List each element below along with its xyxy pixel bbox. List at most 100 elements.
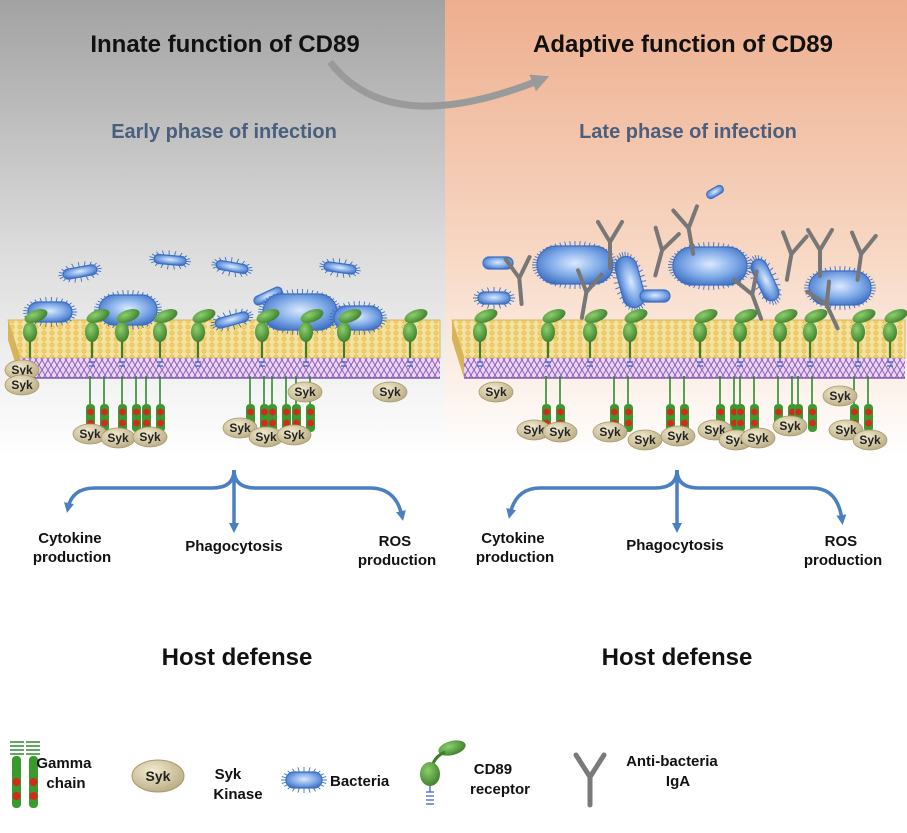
right-syk-kinase: Syk (542, 421, 578, 443)
right-syk-kinase: Syk (828, 419, 864, 441)
svg-text:Syk: Syk (779, 419, 801, 433)
right-panel-background (445, 0, 907, 455)
left-result-host-defense: Host defense (162, 644, 313, 671)
right-bacterium-small (706, 184, 724, 200)
right-phase-label: Late phase of infection (579, 121, 797, 143)
right-outcome-cytokine: Cytokine production (476, 530, 554, 566)
right-syk-kinase: Syk (592, 421, 628, 443)
right-cd89-receptor (583, 309, 608, 367)
legend-gamma-chain-label: Gamma chain (36, 755, 95, 792)
left-outcome-phagocytosis: Phagocytosis (185, 538, 283, 555)
right-syk-kinase: Syk (772, 415, 808, 437)
left-bacterium-small (58, 261, 102, 283)
right-syk-kinase: Syk (740, 427, 776, 449)
right-iga-antibody (503, 255, 532, 306)
left-syk-kinase: Syk (4, 374, 40, 396)
svg-text:Syk: Syk (523, 423, 545, 437)
right-bacterium-large (668, 241, 752, 291)
left-syk-kinase: Syk (72, 423, 108, 445)
left-bacterium-small (149, 250, 191, 270)
svg-text:Syk: Syk (379, 385, 401, 399)
left-cd89-receptor (403, 309, 428, 367)
left-cd89-receptor (115, 309, 140, 367)
left-cd89-receptor (337, 309, 362, 367)
right-cd89-receptor (733, 309, 758, 367)
right-bacterium-large (804, 266, 876, 310)
svg-text:Syk: Syk (11, 378, 33, 392)
svg-text:Syk: Syk (667, 429, 689, 443)
right-iga-antibody (596, 220, 624, 270)
svg-text:Syk: Syk (79, 427, 101, 441)
left-panel-background (0, 0, 445, 455)
svg-text:Syk: Syk (549, 425, 571, 439)
right-result-host-defense: Host defense (602, 644, 753, 671)
bacteria-icon (281, 767, 327, 793)
right-syk-kinase: Syk (822, 385, 858, 407)
svg-text:Syk: Syk (229, 421, 251, 435)
right-iga-antibody (732, 269, 764, 321)
left-cd89-receptor (153, 309, 178, 367)
left-syk-kinase: Syk (4, 359, 40, 381)
svg-text:Syk: Syk (835, 423, 857, 437)
right-bacterium-large (612, 251, 648, 313)
legend-cd89-receptor-label: CD89 receptor (470, 761, 530, 798)
legend-bacterium-shape (281, 767, 327, 793)
legend-syk-icon-text: Syk (146, 768, 171, 784)
right-cd89-receptor (773, 309, 798, 367)
left-cd89-receptor (85, 309, 110, 367)
right-cd89-receptor (623, 309, 648, 367)
svg-text:Syk: Syk (599, 425, 621, 439)
right-iga-antibody (805, 279, 840, 331)
left-outcome-arrows (64, 469, 406, 533)
right-cd89-receptor (883, 309, 907, 367)
right-syk-kinase: Syk (478, 381, 514, 403)
svg-text:Syk: Syk (283, 428, 305, 442)
svg-text:Syk: Syk (294, 385, 316, 399)
left-syk-kinase: Syk (276, 424, 312, 446)
left-title: Innate function of CD89 (90, 31, 359, 58)
left-cd89-receptor (23, 309, 48, 367)
svg-text:Syk: Syk (747, 431, 769, 445)
svg-text:Syk: Syk (139, 430, 161, 444)
right-iga-antibody (781, 230, 809, 282)
legend-syk-kinase-label: Syk Kinase (213, 766, 262, 803)
left-gamma-chain (268, 376, 291, 432)
right-outcome-ros: ROS production (804, 533, 882, 569)
svg-text:Syk: Syk (485, 385, 507, 399)
left-syk-kinase: Syk (222, 417, 258, 439)
right-iga-antibody (653, 225, 681, 278)
svg-text:Syk: Syk (859, 433, 881, 447)
svg-text:Syk: Syk (255, 430, 277, 444)
gamma-chain-icon (10, 741, 40, 808)
left-syk-kinase: Syk (132, 426, 168, 448)
left-syk-kinase: Syk (372, 381, 408, 403)
right-gamma-chain (736, 376, 759, 432)
left-cd89-receptor (191, 309, 216, 367)
legend-iga-label: Anti-bacteria IgA (626, 753, 722, 790)
left-gamma-chain (118, 376, 141, 432)
right-cd89-receptor (541, 309, 566, 367)
svg-text:Syk: Syk (107, 431, 129, 445)
right-cd89-receptor (851, 309, 876, 367)
right-cd89-receptor (473, 309, 498, 367)
left-gamma-chain (142, 376, 165, 432)
left-bacterium-small (319, 258, 361, 278)
svg-text:Syk: Syk (704, 423, 726, 437)
legend-bacteria-label: Bacteria (330, 773, 390, 790)
left-phase-label: Early phase of infection (111, 121, 337, 143)
right-iga-antibody (806, 228, 834, 278)
cd89-receptor-icon (420, 740, 466, 805)
right-bacterium-small (473, 287, 515, 309)
left-cd89-receptor (255, 309, 280, 367)
right-iga-antibody (850, 230, 878, 282)
right-syk-kinase: Syk (660, 425, 696, 447)
right-bacterium-large (532, 241, 618, 289)
right-outcome-arrows (506, 469, 847, 533)
right-cd89-receptor (693, 309, 718, 367)
right-syk-kinase: Syk (516, 419, 552, 441)
right-iga-antibody (576, 268, 604, 320)
svg-text:Syk: Syk (11, 363, 33, 377)
right-syk-kinase: Syk (627, 429, 663, 451)
right-syk-kinase: Syk (852, 429, 888, 451)
